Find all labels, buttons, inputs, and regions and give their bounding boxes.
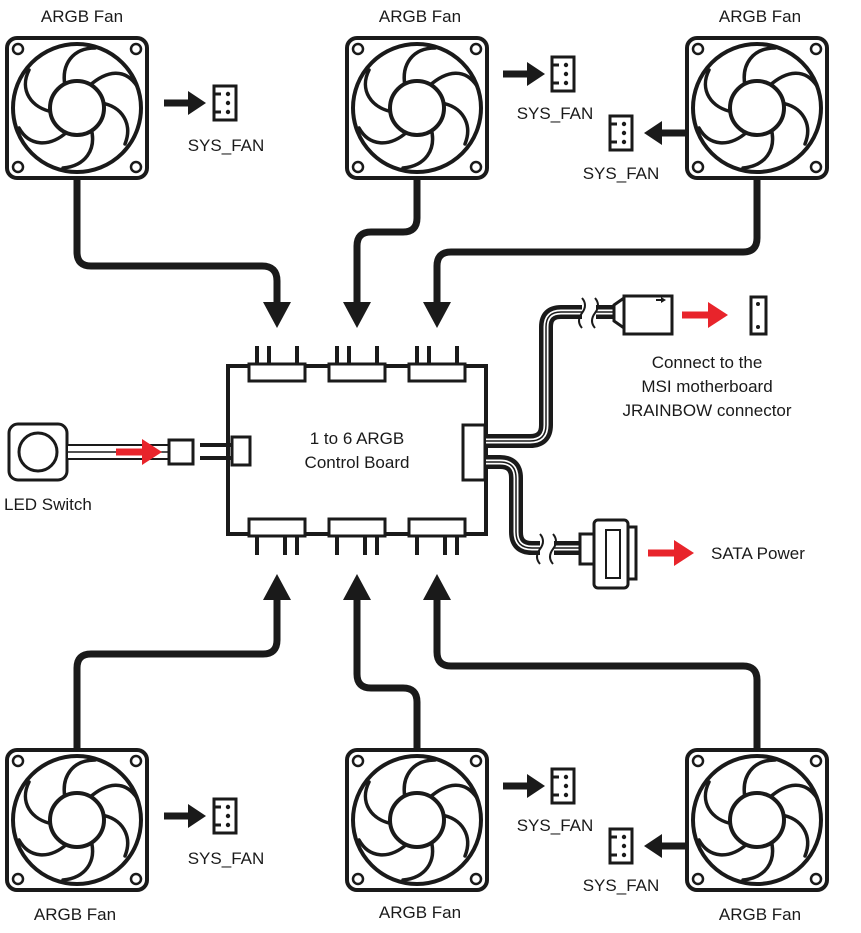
arrow-icon xyxy=(644,121,686,145)
sys-fan-label: SYS_FAN xyxy=(583,164,660,183)
header-connector-icon xyxy=(550,55,576,93)
arrow-icon xyxy=(164,804,206,828)
header-connector-icon xyxy=(608,114,634,152)
arrow-icon xyxy=(343,302,371,328)
arrow-icon xyxy=(503,62,545,86)
fan-label-top-left: ARGB Fan xyxy=(41,7,123,26)
jrainbow-cable xyxy=(486,294,768,448)
fan-label-bottom-center: ARGB Fan xyxy=(379,903,461,922)
sata-power-cable xyxy=(486,455,694,590)
fan-cables-bottom xyxy=(73,600,761,748)
arrow-icon xyxy=(644,834,686,858)
header-connector-icon xyxy=(212,84,238,122)
arrow-icon xyxy=(648,540,694,566)
fan-label-bottom-left: ARGB Fan xyxy=(34,905,116,924)
control-board-subtitle: Control Board xyxy=(305,453,410,472)
jrainbow-label-line1: Connect to the xyxy=(652,353,763,372)
fan-icon xyxy=(685,748,829,892)
fan-label-top-center: ARGB Fan xyxy=(379,7,461,26)
header-connector-icon xyxy=(608,827,634,865)
fan-label-bottom-right: ARGB Fan xyxy=(719,905,801,924)
fan-icon xyxy=(5,36,149,180)
sys-fan-label: SYS_FAN xyxy=(517,816,594,835)
arrow-icon xyxy=(263,574,291,600)
header-connector-icon xyxy=(212,797,238,835)
jrainbow-label-line3: JRAINBOW connector xyxy=(622,401,791,420)
arrow-icon xyxy=(263,302,291,328)
control-board: 1 to 6 ARGB Control Board xyxy=(200,346,488,555)
arrow-icon xyxy=(343,574,371,600)
led-switch-label: LED Switch xyxy=(4,495,92,514)
arrow-icon xyxy=(164,91,206,115)
sys-fan-label: SYS_FAN xyxy=(188,849,265,868)
fan-label-top-right: ARGB Fan xyxy=(719,7,801,26)
fan-icon xyxy=(685,36,829,180)
jrainbow-label-line2: MSI motherboard xyxy=(641,377,772,396)
fan-cables-top xyxy=(73,180,761,302)
arrow-icon xyxy=(116,439,162,465)
arrow-icon xyxy=(423,574,451,600)
fan-icon xyxy=(345,748,489,892)
sys-fan-label: SYS_FAN xyxy=(517,104,594,123)
arrow-icon xyxy=(423,302,451,328)
fan-icon xyxy=(345,36,489,180)
led-switch xyxy=(7,422,195,482)
sata-power-label: SATA Power xyxy=(711,544,805,563)
arrow-icon xyxy=(682,302,728,328)
arrow-icon xyxy=(503,774,545,798)
control-board-title: 1 to 6 ARGB xyxy=(310,429,405,448)
fan-icon xyxy=(5,748,149,892)
header-connector-icon xyxy=(550,767,576,805)
sys-fan-label: SYS_FAN xyxy=(583,876,660,895)
sys-fan-label: SYS_FAN xyxy=(188,136,265,155)
